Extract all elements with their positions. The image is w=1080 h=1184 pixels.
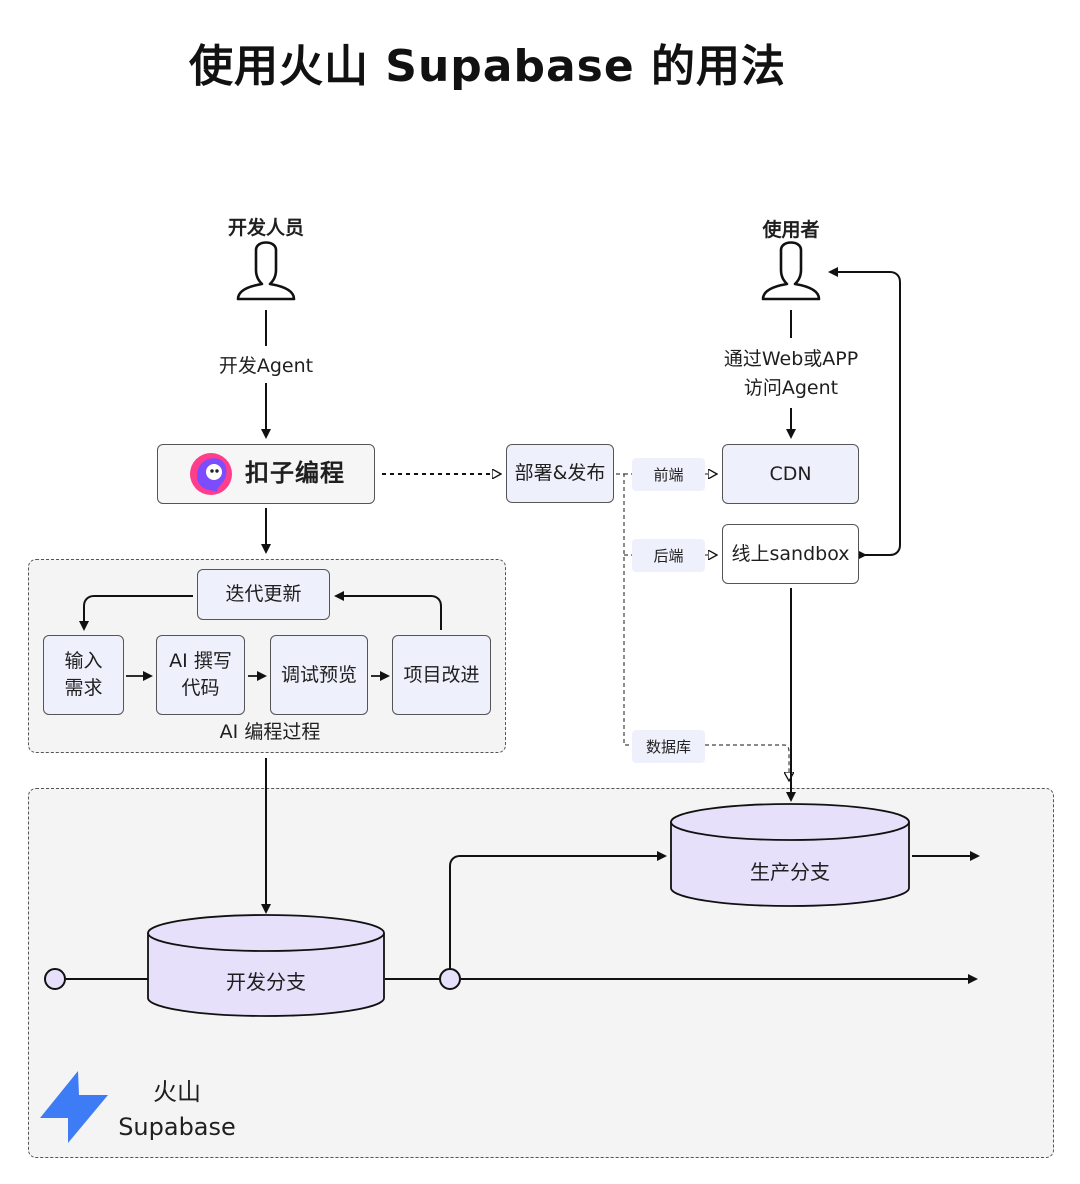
deploy-publish-box[interactable]: 部署&发布 [506, 444, 614, 503]
step-line2: 代码 [181, 677, 220, 699]
dev-branch-cylinder [147, 914, 385, 1017]
timeline-start-node [44, 968, 66, 990]
step-line1: 调试预览 [280, 663, 357, 686]
step-ai-write-code[interactable]: AI 撰写 代码 [156, 635, 245, 715]
brand-line2: Supabase [118, 1112, 236, 1141]
coze-box[interactable]: 扣子编程 [157, 444, 375, 504]
user-access-line2: 访问Agent [743, 377, 839, 400]
prod-branch-label: 生产分支 [750, 859, 830, 884]
page-title: 使用火山 Supabase 的用法 [188, 41, 787, 92]
iterate-update-box[interactable]: 迭代更新 [197, 569, 330, 620]
user-person-icon [761, 241, 821, 301]
frontend-tag: 前端 [632, 458, 705, 491]
step-line1: 输入 [64, 650, 103, 673]
timeline-branch-node [439, 968, 461, 990]
user-access-label: 通过Web或APP 访问Agent [700, 345, 882, 404]
backend-tag: 后端 [632, 539, 705, 572]
coze-logo-icon [190, 453, 232, 495]
developer-label: 开发人员 [227, 217, 304, 239]
online-sandbox-box[interactable]: 线上sandbox [722, 524, 859, 584]
database-tag: 数据库 [632, 730, 705, 763]
dev-branch-label: 开发分支 [226, 969, 306, 994]
prod-branch-cylinder [670, 803, 910, 907]
step-line1: 项目改进 [403, 663, 480, 686]
supabase-logo-icon [40, 1071, 108, 1143]
brand-label: 火山 Supabase [112, 1075, 242, 1145]
step-project-improve[interactable]: 项目改进 [392, 635, 491, 715]
coze-name: 扣子编程 [245, 459, 345, 488]
brand-line1: 火山 [153, 1078, 201, 1106]
user-label: 使用者 [762, 219, 820, 241]
step-debug-preview[interactable]: 调试预览 [270, 635, 368, 715]
dev-agent-label: 开发Agent [218, 355, 314, 377]
cdn-box[interactable]: CDN [722, 444, 859, 504]
user-access-line1: 通过Web或APP [723, 348, 859, 370]
developer-person-icon [236, 241, 296, 301]
step-input-requirements[interactable]: 输入 需求 [43, 635, 124, 715]
step-line1: AI 撰写 [169, 650, 232, 673]
step-line2: 需求 [64, 677, 103, 699]
ai-process-label: AI 编程过程 [219, 721, 321, 743]
